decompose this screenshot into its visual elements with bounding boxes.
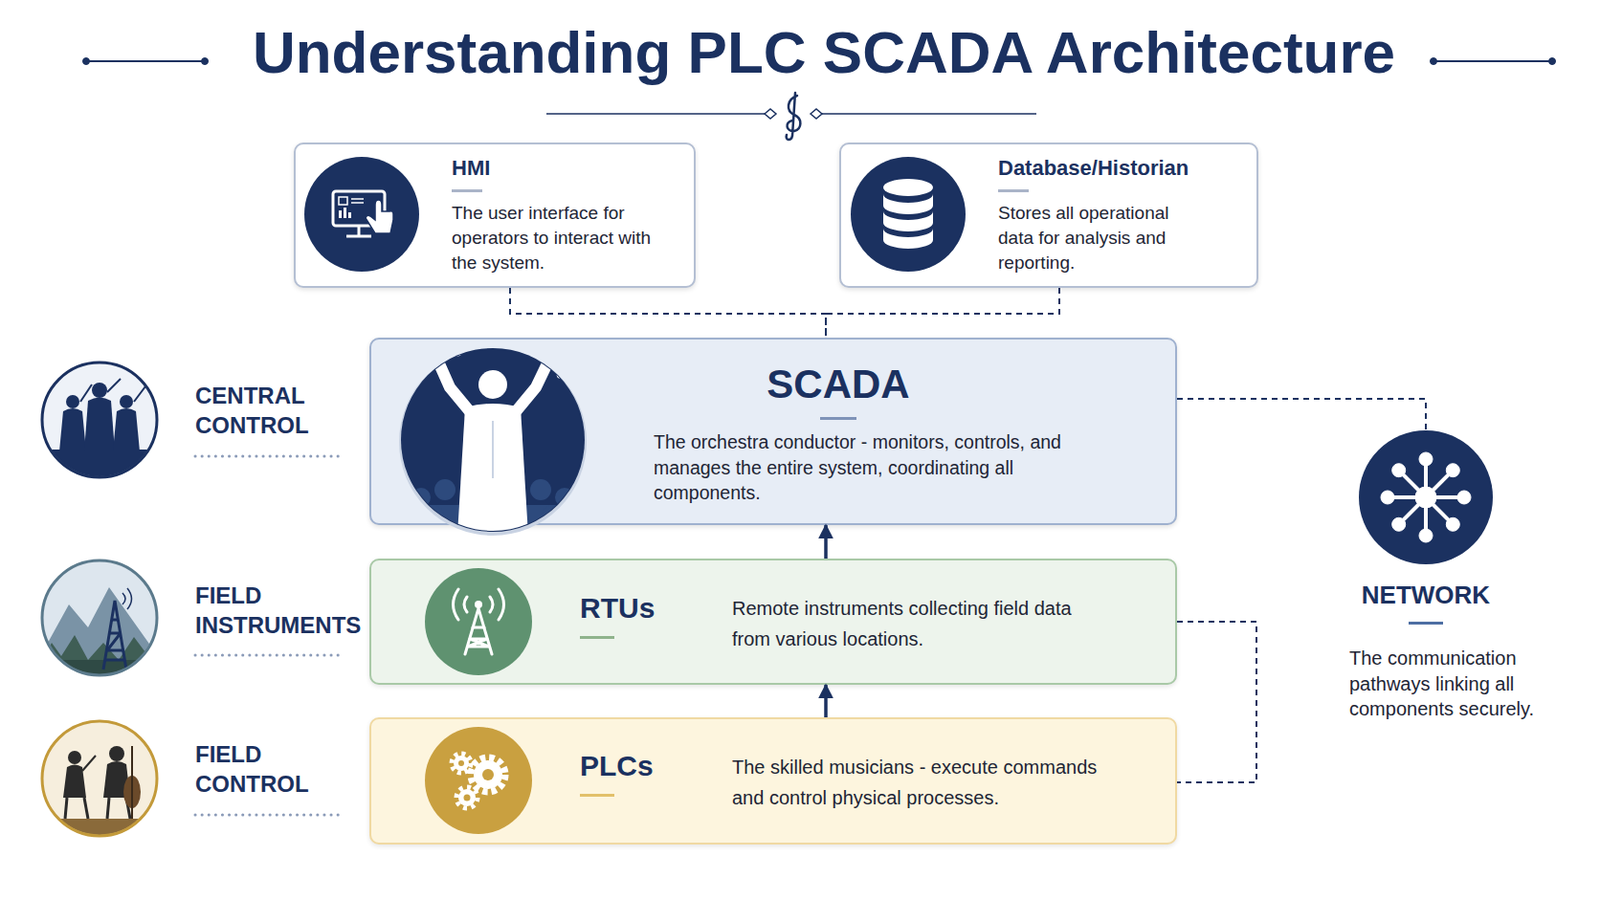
box-description: Stores all operational data for analysis… [998, 200, 1204, 276]
dashed-link [510, 288, 826, 338]
flow-arrow [823, 685, 828, 718]
box-description: The user interface for operators to inte… [451, 200, 658, 276]
hmi-icon [304, 156, 420, 272]
box-heading: HMI [451, 155, 682, 193]
plc-gears-icon [424, 727, 533, 835]
network-circle: NETWORKThe communication pathways linkin… [1358, 430, 1493, 565]
network-circle-shape [1358, 430, 1493, 565]
tier-label: CENTRAL CONTROL [195, 380, 373, 441]
box-heading: PLCs [579, 750, 714, 798]
box-heading: RTUs [579, 592, 714, 640]
tier-label: FIELD CONTROL [195, 739, 373, 800]
box-heading: SCADA [694, 361, 982, 421]
network-hub-icon [1380, 452, 1471, 543]
rtu-band: RTUs Remote instruments collecting field … [369, 558, 1178, 686]
circle-outline [1358, 430, 1493, 565]
rtu-tower-icon [424, 568, 533, 676]
box-description: The skilled musicians - execute commands… [732, 752, 1134, 814]
flow-arrow [823, 525, 828, 559]
dashed-link [1177, 622, 1257, 783]
diagram-title: Understanding PLC SCADA Architecture [154, 19, 1494, 87]
dashed-link [825, 288, 1060, 338]
scada-box: SCADA The orchestra conductor - monitors,… [369, 337, 1178, 526]
central-control-icon [38, 362, 163, 489]
node-description: The communication pathways linking all c… [1349, 645, 1556, 723]
hmi-box: HMI The user interface for operators to i… [293, 142, 696, 289]
node-heading: NETWORK [1330, 580, 1522, 625]
box-description: Remote instruments collecting field data… [732, 593, 1115, 655]
tier-label: FIELD INSTRUMENTS [195, 580, 373, 641]
plc-band: PLCs The skilled musicians - execute comm… [369, 717, 1178, 845]
box-heading: Database/Historian [998, 155, 1247, 193]
database-box: Database/HistorianStores all operational… [839, 142, 1259, 289]
conductor-illustration [399, 333, 589, 544]
box-description: The orchestra conductor - monitors, cont… [653, 429, 1064, 507]
field-control-icon [38, 721, 163, 839]
dashed-link [1177, 399, 1426, 431]
database-icon [850, 156, 966, 272]
field-instruments-icon [34, 560, 163, 689]
